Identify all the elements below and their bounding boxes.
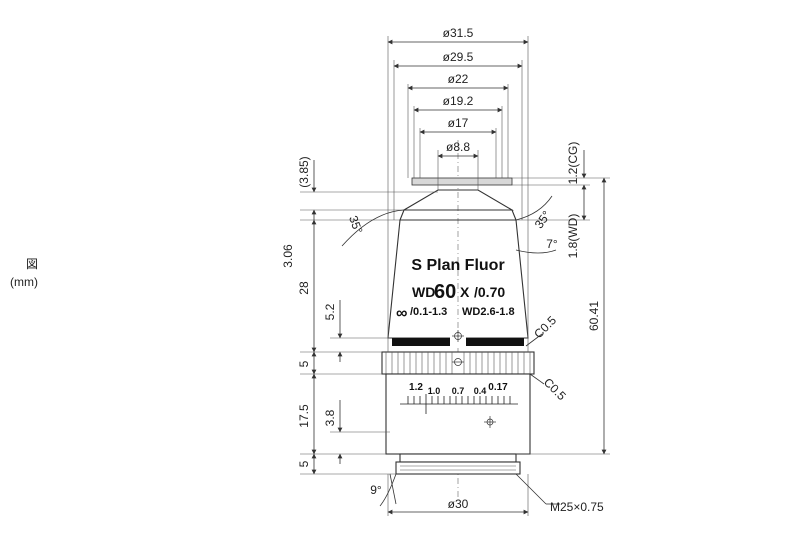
dim-chamfer-upper: C0.5 <box>531 313 559 341</box>
dim-5-lower: 5 <box>297 460 311 467</box>
objective-body <box>381 189 535 475</box>
dim-d17: ø17 <box>448 116 469 130</box>
scale-label: 0.17 <box>488 382 508 393</box>
right-dimensions <box>512 150 610 455</box>
dim-angle-9: 9° <box>370 483 382 497</box>
lens-name: S Plan Fluor <box>411 257 504 274</box>
scale-label: 1.0 <box>428 386 441 396</box>
left-dimensions <box>300 160 438 507</box>
dim-17-5: 17.5 <box>297 404 311 428</box>
scale-label: 1.2 <box>409 382 423 393</box>
dim-385: (3.85) <box>297 156 311 187</box>
unit-label: (mm) <box>10 275 38 289</box>
dim-d29-5: ø29.5 <box>443 50 474 64</box>
dim-thread: M25×0.75 <box>550 500 604 514</box>
figure-glyph: 図 <box>26 257 38 271</box>
lens-wd-prefix: WD <box>412 284 435 300</box>
top-diameter-dimensions <box>387 36 529 352</box>
dim-5-upper: 5 <box>297 360 311 367</box>
dim-chamfer-lower: C0.5 <box>541 375 569 403</box>
lens-na: /0.70 <box>474 284 505 300</box>
dim-cg: 1.2(CG) <box>566 142 580 185</box>
lens-mag-x: X <box>460 284 470 300</box>
dim-3-8: 3.8 <box>323 409 337 426</box>
dim-d31-5: ø31.5 <box>443 26 474 40</box>
dim-wd: 1.8(WD) <box>566 214 580 259</box>
scale-label: 0.4 <box>474 386 487 396</box>
dim-306: 3.06 <box>281 244 295 268</box>
dim-d8-8: ø8.8 <box>446 140 470 154</box>
lens-cover-range: /0.1-1.3 <box>410 306 447 318</box>
lens-infinity: ∞ <box>396 305 407 322</box>
dim-d19-2: ø19.2 <box>443 94 474 108</box>
dim-angle-35-right: 35° <box>532 208 554 231</box>
scale-label: 0.7 <box>452 386 465 396</box>
dim-28: 28 <box>297 281 311 295</box>
dim-angle-35-left: 35° <box>346 214 365 236</box>
lens-magnification: 60 <box>434 281 456 303</box>
cover-glass <box>411 177 513 186</box>
bottom-diameter-dimension <box>387 473 560 516</box>
dim-5-2: 5.2 <box>323 303 337 320</box>
dim-d30: ø30 <box>448 497 469 511</box>
dim-d22: ø22 <box>448 72 469 86</box>
dim-angle-7: 7° <box>546 237 558 251</box>
lens-wd-range: WD2.6-1.8 <box>462 306 515 318</box>
dim-total: 60.41 <box>587 301 601 331</box>
